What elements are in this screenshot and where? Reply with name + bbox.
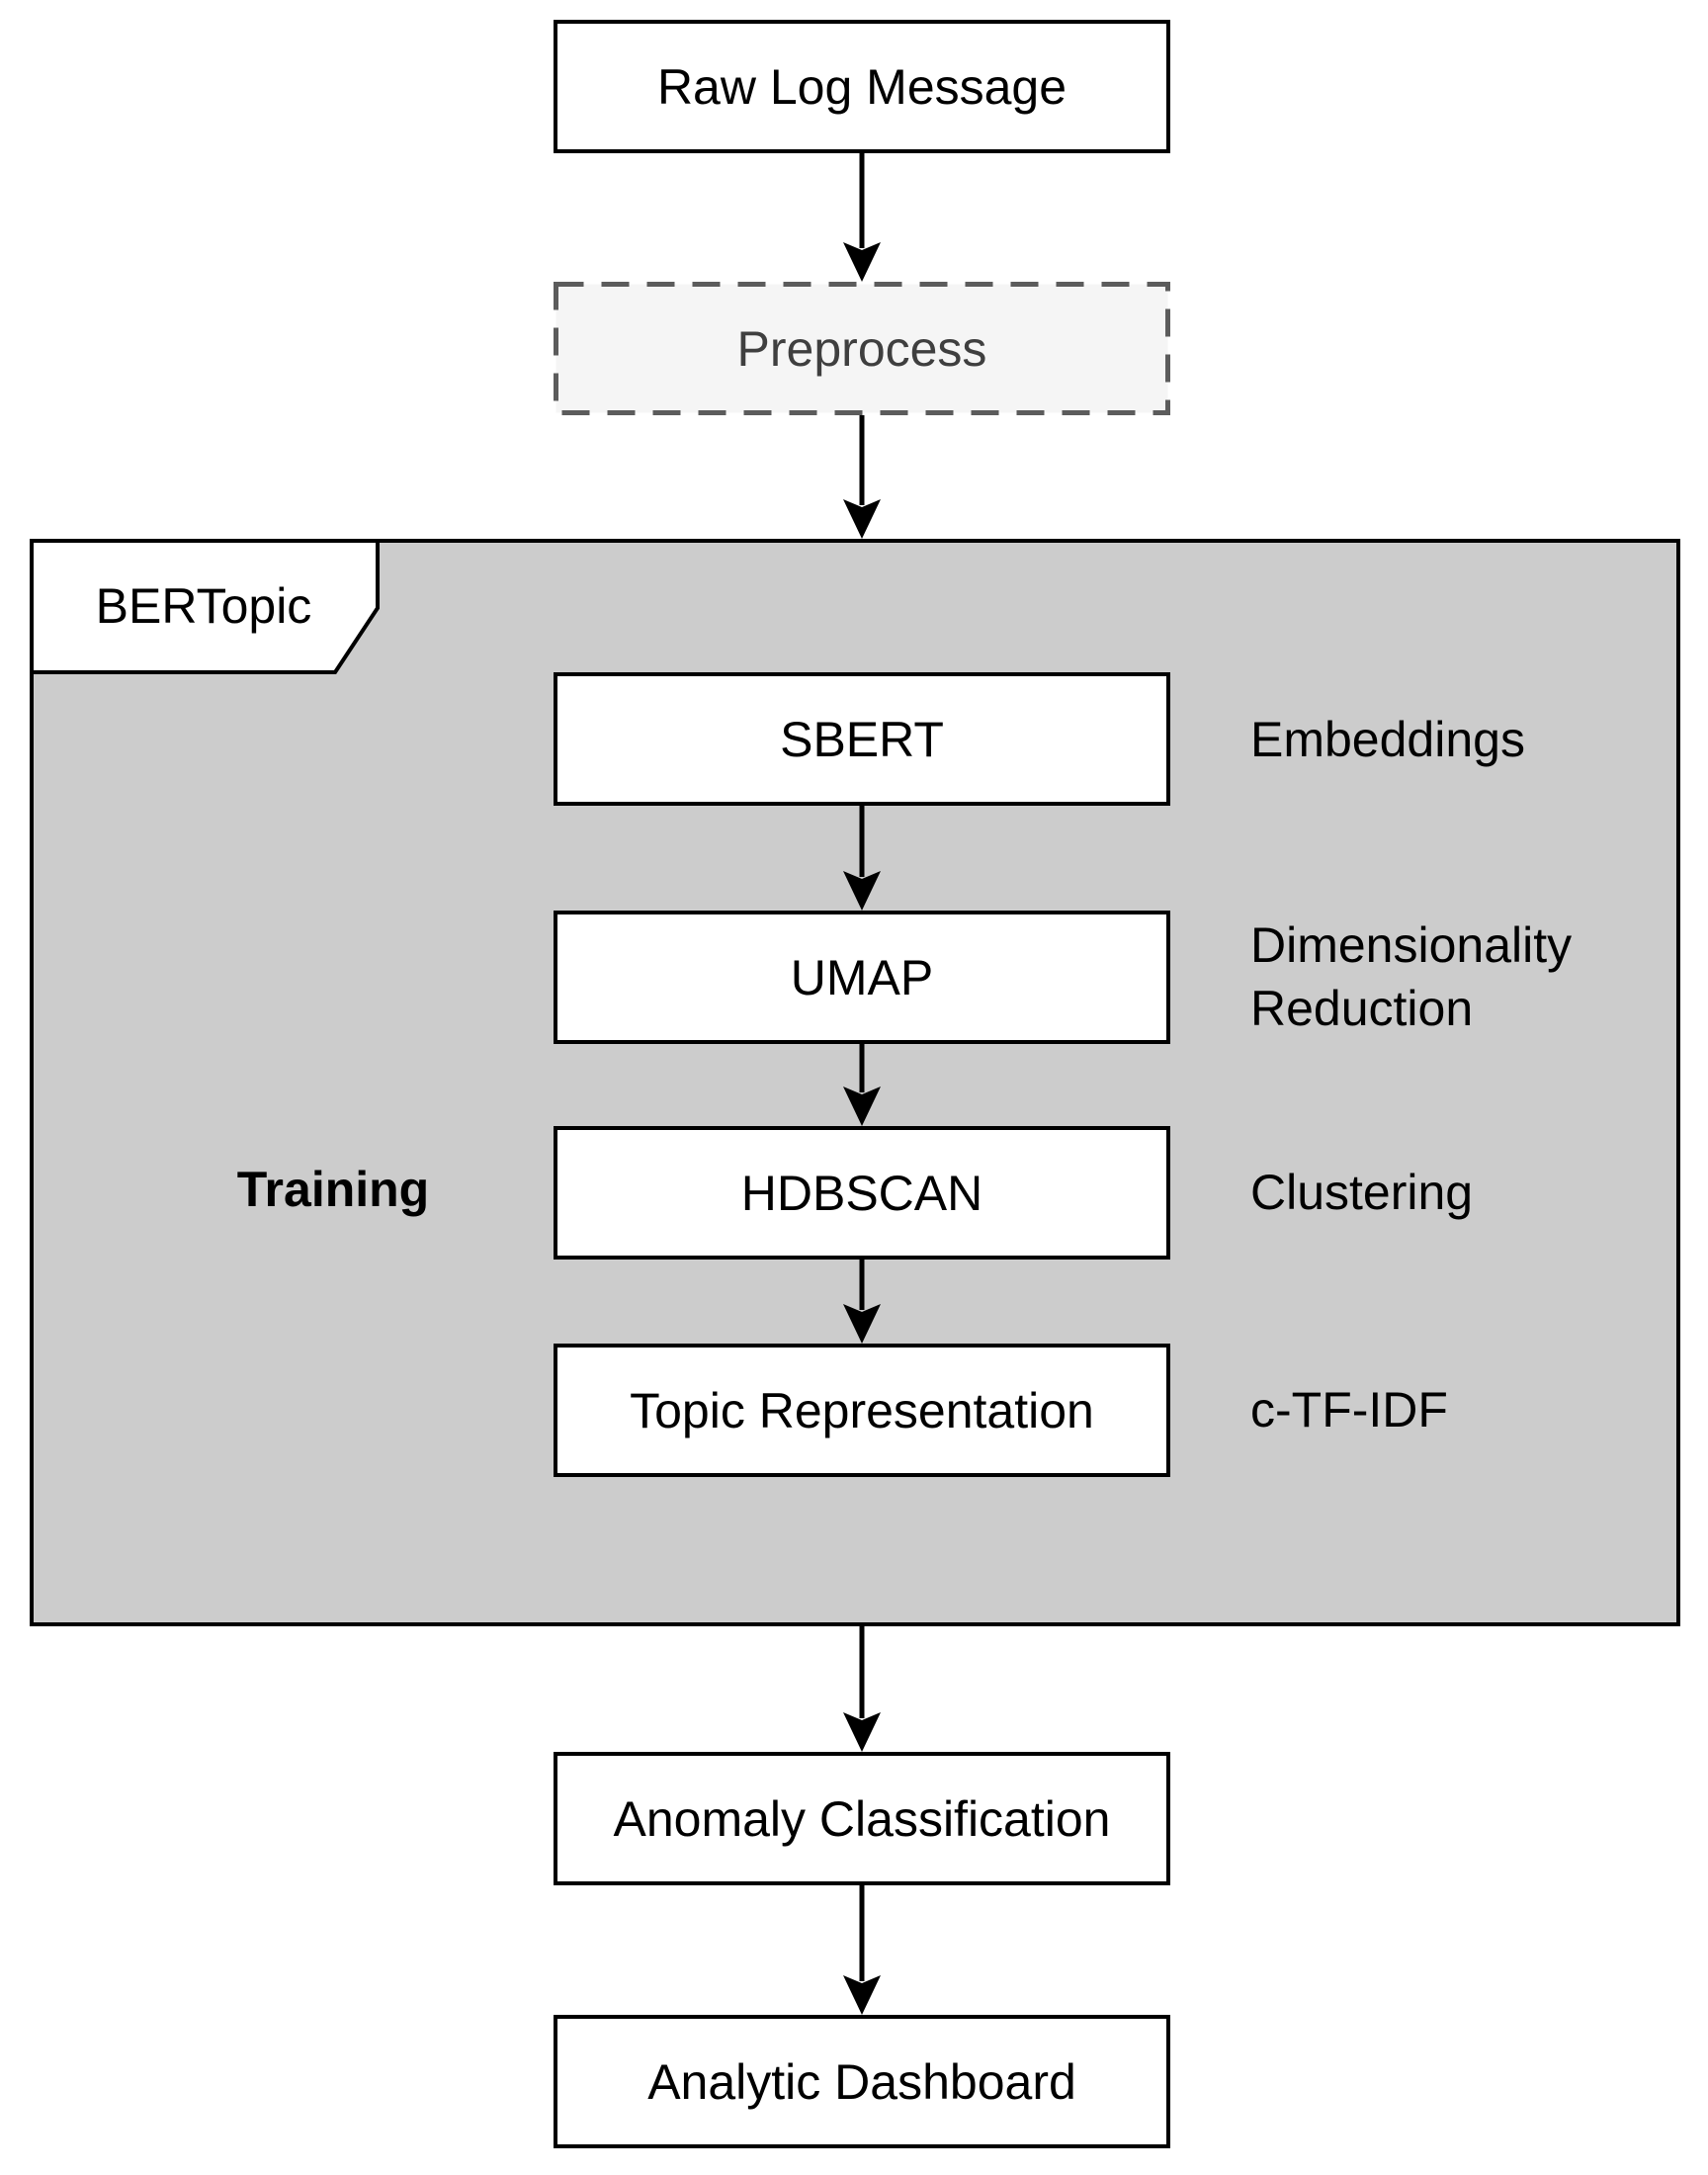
node-anomaly-classification: Anomaly Classification bbox=[554, 1752, 1170, 1885]
stage-label-ctfidf: c-TF-IDF bbox=[1250, 1382, 1448, 1437]
node-preprocess: Preprocess bbox=[554, 282, 1170, 415]
stage-label-clustering: Clustering bbox=[1250, 1165, 1474, 1220]
node-analytic-dashboard: Analytic Dashboard bbox=[554, 2015, 1170, 2148]
node-topic-representation-label: Topic Representation bbox=[630, 1382, 1094, 1438]
node-raw-log-message: Raw Log Message bbox=[554, 20, 1170, 153]
arrow-bertopic-to-anomaly bbox=[843, 1626, 881, 1752]
node-topic-representation: Topic Representation bbox=[554, 1344, 1170, 1477]
node-anomaly-classification-label: Anomaly Classification bbox=[613, 1790, 1111, 1847]
node-hdbscan: HDBSCAN bbox=[554, 1126, 1170, 1260]
node-raw-log-message-label: Raw Log Message bbox=[656, 58, 1068, 115]
training-mode-label: Training bbox=[236, 1162, 430, 1217]
stage-label-dimensionality: Dimensionality bbox=[1250, 917, 1573, 973]
node-preprocess-label: Preprocess bbox=[736, 320, 987, 377]
stage-label-embeddings: Embeddings bbox=[1250, 712, 1525, 767]
bertopic-tab-shape bbox=[30, 539, 380, 674]
stage-label-reduction: Reduction bbox=[1250, 981, 1474, 1036]
stage-label-dimensionality-reduction: Dimensionality Reduction bbox=[1250, 914, 1572, 1040]
node-sbert: SBERT bbox=[554, 672, 1170, 806]
node-analytic-dashboard-label: Analytic Dashboard bbox=[647, 2053, 1076, 2110]
arrow-anomaly-to-dashboard bbox=[843, 1885, 881, 2015]
node-umap: UMAP bbox=[554, 911, 1170, 1044]
arrow-raw-to-preprocess bbox=[843, 153, 881, 282]
node-sbert-label: SBERT bbox=[780, 711, 944, 767]
preprocess-dashed-border bbox=[554, 282, 1170, 415]
bertopic-group-label: BERTopic bbox=[95, 577, 312, 634]
node-umap-label: UMAP bbox=[790, 949, 934, 1005]
arrow-preprocess-to-bertopic bbox=[843, 415, 881, 539]
node-hdbscan-label: HDBSCAN bbox=[740, 1165, 983, 1221]
